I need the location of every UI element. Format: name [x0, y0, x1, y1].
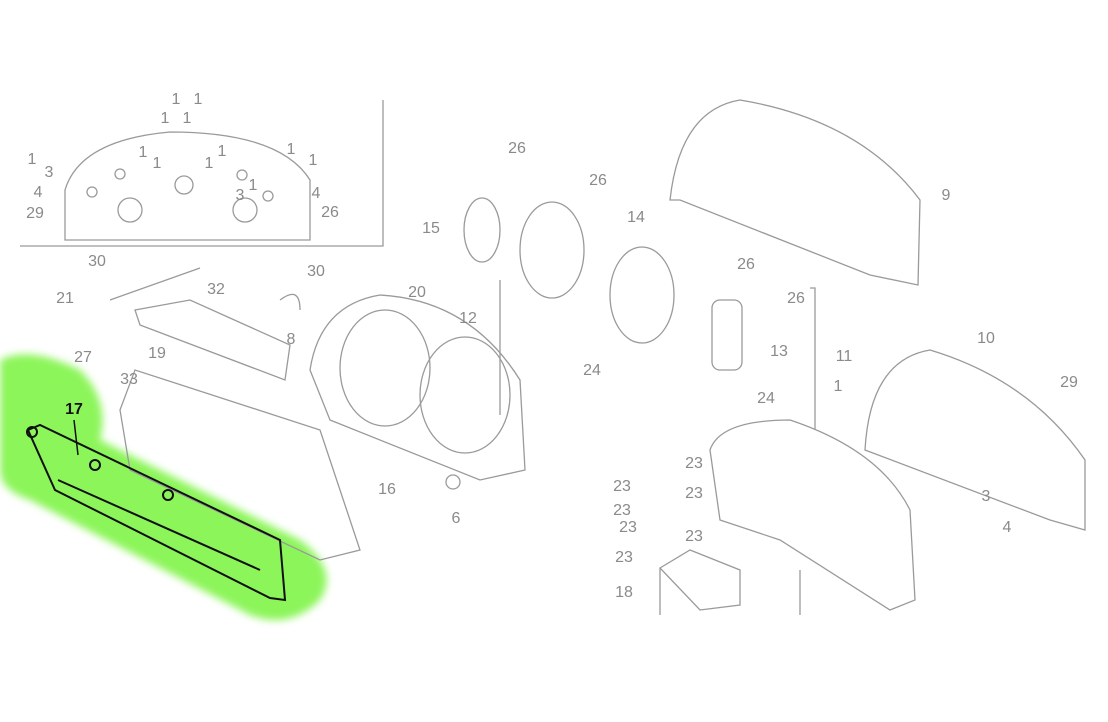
lens-20: [309, 294, 526, 481]
callout-label: 23: [619, 519, 637, 536]
callout-label: 15: [422, 220, 440, 237]
panel-10: [864, 349, 1086, 531]
callout-label: 9: [941, 187, 951, 204]
part-17-outline: [26, 423, 287, 602]
callout-label: 16: [378, 481, 396, 498]
callout-label: 32: [207, 281, 225, 298]
callout-label: 26: [787, 290, 805, 307]
callout-label: 1: [833, 378, 843, 395]
callout-label: 20: [408, 284, 426, 301]
callout-label: 1: [152, 155, 162, 172]
callout-label: 10: [977, 330, 995, 347]
callout-label: 1: [308, 152, 318, 169]
callout-label: 13: [770, 343, 788, 360]
callout-label: 19: [148, 345, 166, 362]
callout-label: 1: [193, 91, 203, 108]
callout-label: 1: [171, 91, 181, 108]
callout-label: 26: [321, 204, 339, 221]
callout-label: 23: [615, 549, 633, 566]
callout-label: 1: [286, 141, 296, 158]
callout-label: 1: [204, 155, 214, 172]
panel-9: [669, 99, 921, 286]
callout-label: 23: [613, 502, 631, 519]
callout-label: 12: [459, 310, 477, 327]
callout-label: 1: [138, 144, 148, 161]
callout-label: 23: [685, 455, 703, 472]
callout-label: 1: [182, 110, 192, 127]
callout-label: 27: [74, 349, 92, 366]
callout-label: 33: [120, 371, 138, 388]
callout-label: 6: [451, 510, 461, 527]
callout-label: 1: [217, 143, 227, 160]
callout-label: 29: [1060, 374, 1078, 391]
callout-label: 1: [248, 177, 258, 194]
callout-label: 30: [88, 253, 106, 270]
inset-cluster: [64, 131, 311, 241]
callout-label: 26: [737, 256, 755, 273]
callout-label: 14: [627, 209, 645, 226]
callout-label: 4: [1002, 519, 1012, 536]
callout-label: 24: [583, 362, 601, 379]
callout-label: 1: [27, 151, 37, 168]
callout-label: 23: [613, 478, 631, 495]
callout-label: 11: [835, 348, 853, 365]
callout-label: 3: [235, 187, 245, 204]
callout-label: 23: [685, 485, 703, 502]
callout-label: 29: [26, 205, 44, 222]
callout-label: 21: [56, 290, 74, 307]
callout-label: 30: [307, 263, 325, 280]
callout-label: 18: [615, 584, 633, 601]
highlight-area: [0, 354, 327, 620]
callout-label: 26: [589, 172, 607, 189]
callout-label: 24: [757, 390, 775, 407]
callout-label: 3: [44, 164, 54, 181]
callout-label: 3: [981, 488, 991, 505]
circuit-board: [709, 419, 916, 611]
callout-label: 23: [685, 528, 703, 545]
callout-label: 4: [311, 185, 321, 202]
gauge-15: [463, 197, 501, 263]
callout-label: 1: [160, 110, 170, 127]
housing-16: [119, 369, 361, 561]
callout-label: 4: [33, 184, 43, 201]
inset-frame: [20, 100, 384, 247]
callout-label: 26: [508, 140, 526, 157]
speedometer: [519, 201, 585, 299]
callout-label-highlighted: 17: [65, 401, 83, 418]
circuit-19: [134, 299, 291, 381]
tachometer: [609, 246, 675, 344]
callout-label: 8: [286, 331, 296, 348]
